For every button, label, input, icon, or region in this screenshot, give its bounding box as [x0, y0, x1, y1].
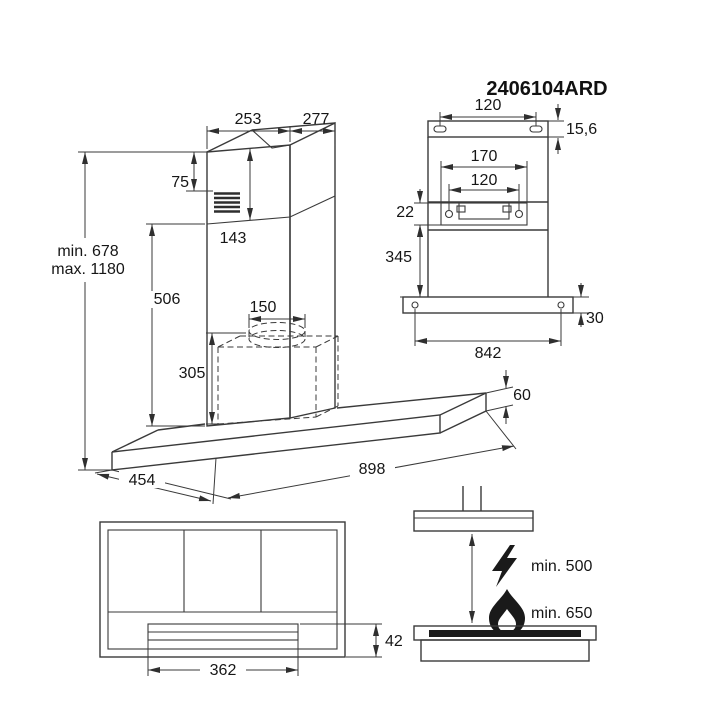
dim-top-rail-height: 15,6 — [548, 104, 597, 154]
vent-grille — [214, 192, 240, 213]
dim-base-hole-spacing: 842 — [414, 309, 562, 362]
chimney-depth-label: 277 — [303, 111, 330, 128]
lightning-icon — [492, 545, 517, 587]
bottom-panel — [147, 623, 299, 641]
top-rail-height-label: 15,6 — [566, 121, 597, 138]
motor-box-label: 305 — [179, 365, 206, 382]
rear-panel-sides — [427, 137, 549, 297]
chimney-bracket-rail — [427, 120, 549, 138]
hood-width-label: 898 — [359, 461, 386, 478]
upper-chimney-label: 143 — [220, 230, 247, 247]
base-hole-spacing-label: 842 — [475, 345, 502, 362]
dim-top-slot-spacing: 120 — [439, 97, 537, 126]
flame-icon — [489, 589, 525, 635]
hob-pictogram — [413, 625, 597, 662]
panel-height-label: 42 — [385, 633, 403, 650]
hood-pictogram — [413, 486, 534, 532]
wall-bracket — [428, 201, 548, 231]
dim-panel-width: 362 — [147, 640, 299, 679]
isometric-view: 253 277 75 143 min. 678 max. 1180 — [42, 111, 531, 505]
electric-clearance-label: min. 500 — [531, 558, 592, 575]
front-view: 42 362 — [99, 521, 403, 679]
dim-panel-height: 42 — [300, 623, 403, 658]
bracket-hole-spacing-label: 120 — [471, 172, 498, 189]
base-rail — [402, 296, 574, 314]
body-height-label: 60 — [513, 387, 531, 404]
dim-base-edge-height: 30 — [573, 283, 604, 327]
dim-duct-diameter: 150 — [248, 299, 306, 328]
chimney-width-label: 253 — [235, 111, 262, 128]
dim-upper-chimney: 143 — [220, 149, 253, 247]
bracket-width-label: 170 — [471, 148, 498, 165]
dim-bracket-hole-spacing: 120 — [448, 172, 520, 210]
rear-view: 2406104ARD 120 — [385, 78, 607, 362]
dim-hood-width: 898 — [111, 410, 517, 500]
dim-bracket-height: 22 — [396, 189, 441, 239]
dim-total-height: min. 678 max. 1180 — [42, 151, 207, 471]
dim-chimney-depth: 277 — [290, 111, 336, 134]
lower-chimney-label: 506 — [154, 291, 181, 308]
gas-clearance-label: min. 650 — [531, 605, 592, 622]
top-slot-spacing-label: 120 — [475, 97, 502, 114]
dim-grille-offset: 75 — [171, 152, 213, 192]
bracket-to-base-label: 345 — [385, 249, 412, 266]
dim-bracket-to-base: 345 — [385, 225, 426, 298]
dim-body-height: 60 — [485, 370, 531, 424]
model-number: 2406104ARD — [486, 78, 607, 100]
base-edge-height-label: 30 — [586, 310, 604, 327]
dim-chimney-width: 253 — [206, 111, 291, 149]
dim-lower-chimney: 506 — [146, 223, 205, 427]
hood-body-outline — [111, 392, 487, 471]
height-min-label: min. 678 — [57, 243, 118, 260]
clearance-view: min. 500 min. 650 — [413, 486, 597, 662]
hood-depth-label: 454 — [129, 472, 156, 489]
dim-bracket-width: 170 — [440, 148, 528, 202]
height-max-label: max. 1180 — [51, 261, 125, 278]
dim-hood-depth: 454 — [94, 457, 217, 505]
dim-motor-box: 305 — [179, 332, 246, 425]
filter-dividers — [108, 530, 337, 613]
duct-collar — [248, 322, 306, 348]
bracket-height-label: 22 — [396, 204, 414, 221]
panel-width-label: 362 — [210, 662, 237, 679]
duct-diameter-label: 150 — [250, 299, 277, 316]
grille-offset-label: 75 — [171, 174, 189, 191]
